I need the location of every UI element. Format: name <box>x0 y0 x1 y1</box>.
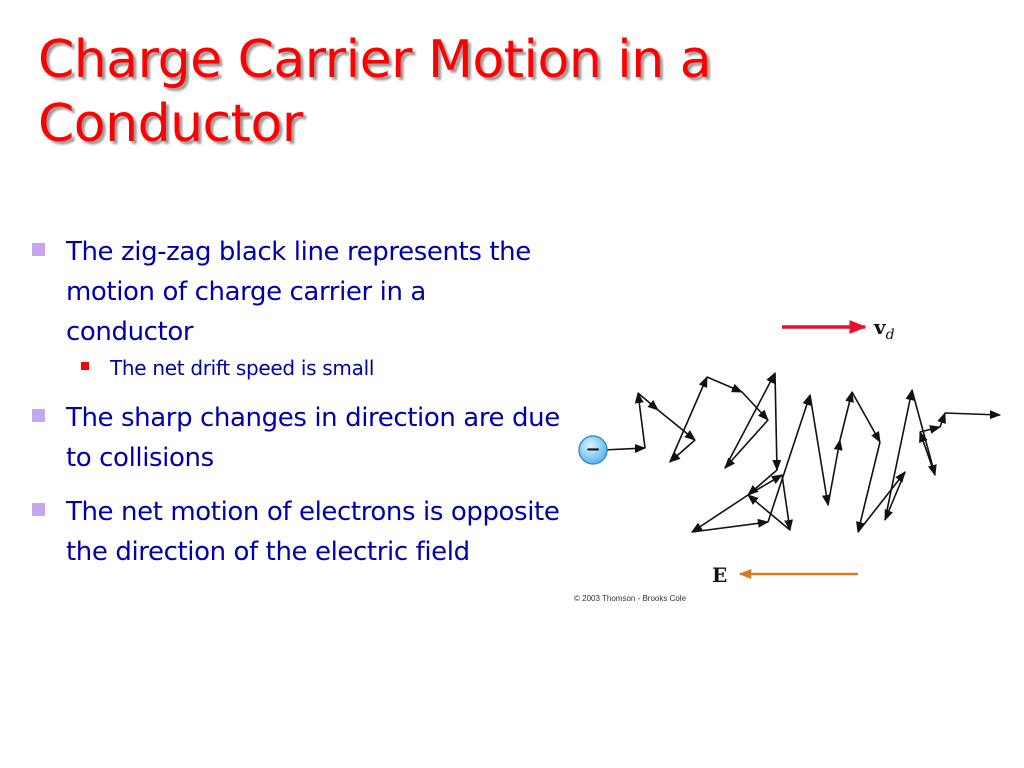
electron-sign: − <box>585 439 600 460</box>
sub-bullet-text: The net drift speed is small <box>110 356 375 380</box>
sub-bullet-square-icon <box>81 362 89 370</box>
bullet-item: The net motion of electrons is opposite … <box>30 492 560 572</box>
bullet-text: The zig-zag black line represents the mo… <box>66 237 531 347</box>
sub-bullet-item: The net drift speed is small <box>76 352 560 384</box>
slide-title: Charge Carrier Motion in a Conductor <box>38 30 712 154</box>
bullet-item: The zig-zag black line represents the mo… <box>30 232 560 384</box>
bullet-list: The zig-zag black line represents the mo… <box>30 232 560 586</box>
bullet-text: The sharp changes in direction are due t… <box>66 403 560 473</box>
bullet-item: The sharp changes in direction are due t… <box>30 398 560 478</box>
zigzag-path <box>602 372 1002 534</box>
bullet-square-icon <box>32 243 45 256</box>
copyright-text: © 2003 Thomson - Brooks Cole <box>574 594 687 603</box>
bullet-text: The net motion of electrons is opposite … <box>66 497 560 567</box>
electron-drift-diagram: vd <box>560 300 1010 610</box>
field-label: E <box>712 563 727 587</box>
bullet-square-icon <box>32 409 45 422</box>
electron-icon <box>578 435 608 465</box>
bullet-square-icon <box>32 503 45 516</box>
drift-velocity-label: vd <box>873 315 895 343</box>
drift-diagram-svg: vd <box>574 315 1002 603</box>
sub-bullet-list: The net drift speed is small <box>76 352 560 384</box>
